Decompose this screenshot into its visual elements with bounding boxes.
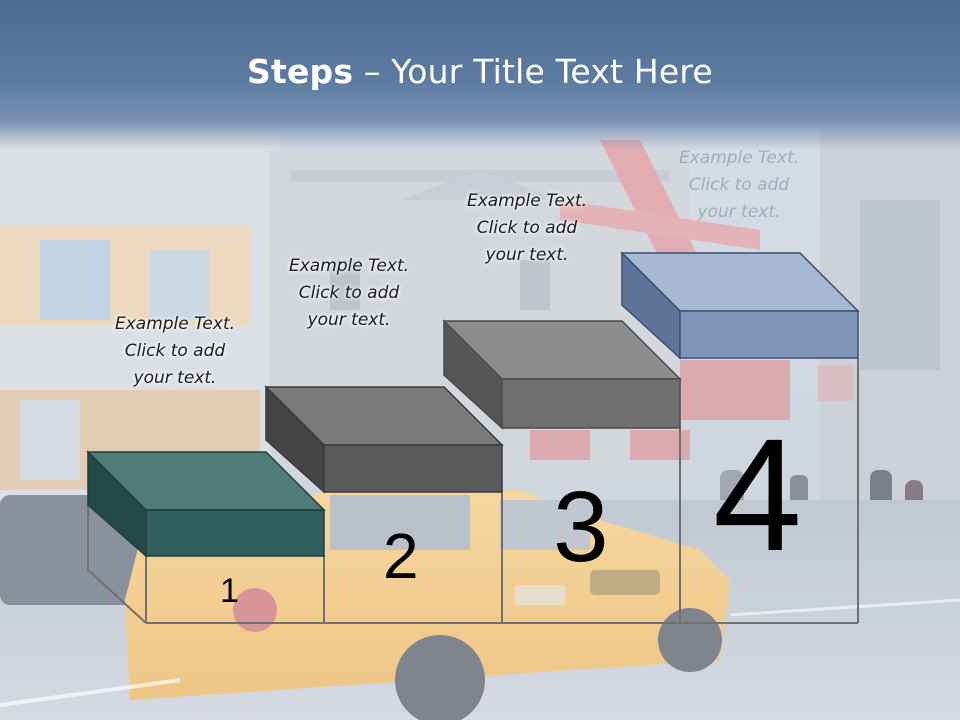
caption-line: Example Text. <box>114 314 236 334</box>
caption-line: your text. <box>307 310 391 330</box>
step-3-caption[interactable]: Example Text. Click to add your text. <box>442 188 612 269</box>
step-1-caption[interactable]: Example Text. Click to add your text. <box>90 311 260 392</box>
step-3-number: 3 <box>553 471 609 583</box>
caption-line: your text. <box>133 368 217 388</box>
step-1-block[interactable] <box>86 450 326 558</box>
title-text: – Your Title Text Here <box>353 52 713 91</box>
step-4-number: 4 <box>713 405 802 584</box>
step-2-block[interactable] <box>264 385 504 494</box>
step-2-caption[interactable]: Example Text. Click to add your text. <box>264 253 434 334</box>
caption-line: your text. <box>485 245 569 265</box>
caption-line: Click to add <box>688 175 790 195</box>
caption-line: Click to add <box>476 218 578 238</box>
step-4-caption[interactable]: Example Text. Click to add your text. <box>654 145 824 226</box>
caption-line: Click to add <box>124 341 226 361</box>
caption-line: your text. <box>697 202 781 222</box>
caption-line: Example Text. <box>466 191 588 211</box>
caption-line: Example Text. <box>678 148 800 168</box>
title-bold: Steps <box>247 52 354 91</box>
step-2-number: 2 <box>383 520 419 592</box>
step-1-number: 1 <box>220 572 239 610</box>
step-3-block[interactable] <box>442 319 682 430</box>
slide-title[interactable]: Steps – Your Title Text Here <box>0 52 960 91</box>
title-band <box>0 0 960 150</box>
step-4-block[interactable] <box>620 251 860 360</box>
caption-line: Example Text. <box>288 256 410 276</box>
caption-line: Click to add <box>298 283 400 303</box>
